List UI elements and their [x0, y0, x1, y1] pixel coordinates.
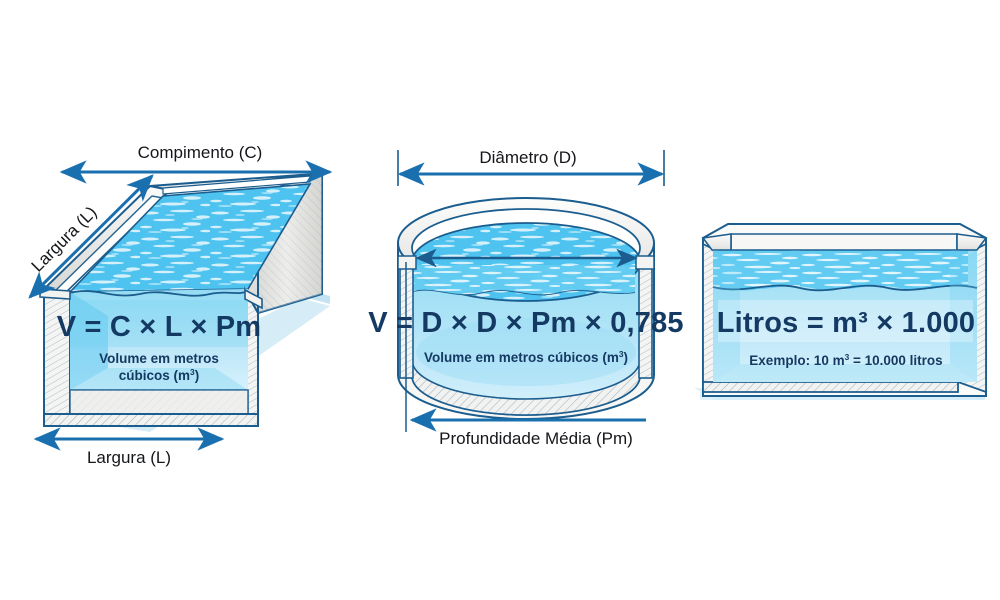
liters-caption: Exemplo: 10 m3 = 10.000 litros	[749, 352, 942, 368]
round-support-left-cap	[397, 255, 417, 270]
left-jamb-notch	[39, 288, 71, 300]
liters-inner-right-face	[950, 250, 977, 382]
dim-label-width-bottom: Largura (L)	[87, 448, 171, 467]
water-inner-floor	[70, 368, 248, 390]
dim-arrow-width-diagonal	[28, 174, 154, 299]
liters-inner-floor	[713, 364, 977, 382]
dim-label-diameter: Diâmetro (D)	[479, 148, 576, 167]
round-caption: Volume em metros cúbicos (m3)	[424, 349, 628, 365]
liters-formula-band	[718, 300, 973, 342]
dim-label-length: Compimento (C)	[138, 143, 263, 162]
liters-water-band-group	[713, 250, 968, 291]
round-water-wave-group	[408, 265, 635, 296]
diagram-round-pool: Diâmetro (D) Profundidade Média (Pm) V =…	[368, 148, 684, 448]
round-support-right-cap	[635, 255, 655, 270]
round-floor-water	[416, 318, 636, 386]
pool-base-slab	[43, 413, 259, 427]
liters-inner-left-face	[713, 250, 740, 382]
diagram-liters-conversion: Litros = m³ × 1.000 Exemplo: 10 m3 = 10.…	[694, 223, 988, 400]
rect-caption-line1: Volume em metros	[99, 351, 219, 366]
pool-floor-texture	[70, 390, 248, 414]
formula-band	[70, 300, 248, 347]
diagram-rectangular-pool: V = C × L × Pm Volume em metros cúbicos …	[28, 143, 333, 467]
dim-label-depth: Profundidade Média (Pm)	[439, 429, 633, 448]
liters-formula: Litros = m³ × 1.000	[717, 307, 975, 339]
rect-formula: V = C × L × Pm	[57, 311, 262, 343]
water-inner-left-face	[70, 292, 108, 390]
round-water-band	[409, 265, 635, 295]
rect-caption-line2: cúbicos (m3)	[119, 367, 199, 383]
front-wall-left-jamb	[43, 287, 71, 421]
liters-water-wave	[712, 284, 978, 292]
liters-water-band	[713, 250, 968, 291]
right-jamb-notch	[244, 288, 263, 310]
water-body-front	[70, 289, 248, 390]
round-formula: V = D × D × Pm × 0,785	[368, 307, 684, 339]
liters-slab-bottom	[702, 381, 959, 393]
